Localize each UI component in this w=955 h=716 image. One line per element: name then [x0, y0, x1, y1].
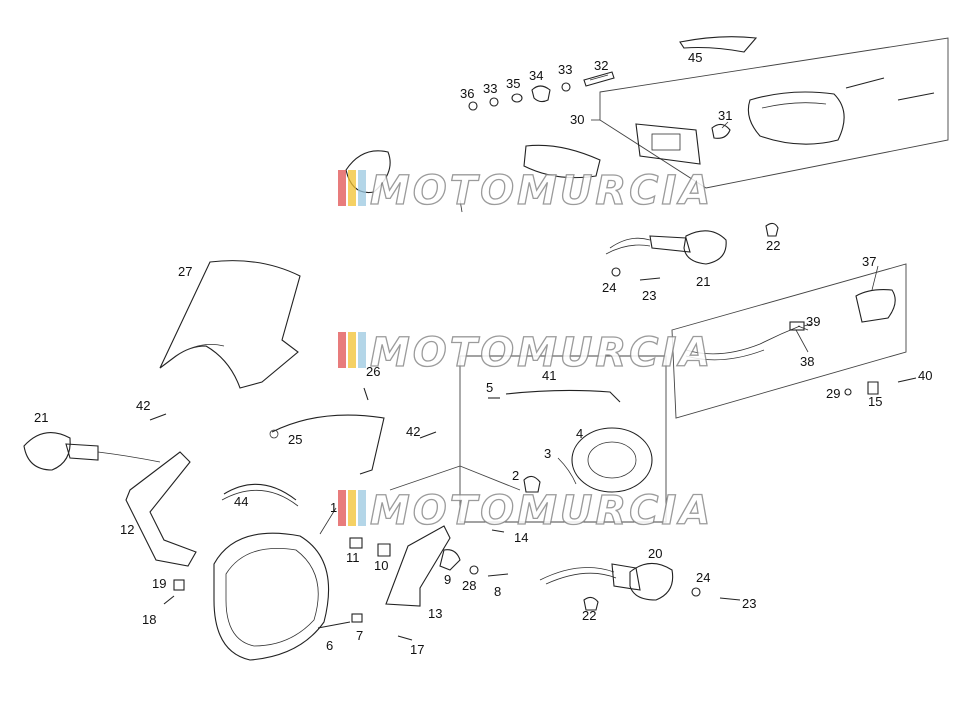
label-44: 44	[234, 494, 248, 509]
label-42: 42	[406, 424, 420, 439]
label-22: 22	[582, 608, 596, 623]
label-14: 14	[514, 530, 528, 545]
label-15: 15	[868, 394, 882, 409]
turn-signal-20	[539, 562, 741, 611]
label-2: 2	[512, 468, 519, 483]
watermark-3: MOTOMURCIA	[338, 487, 713, 535]
label-5: 5	[486, 380, 493, 395]
label-18: 18	[142, 612, 156, 627]
label-29: 29	[826, 386, 840, 401]
headlight-group	[149, 355, 667, 661]
label-12: 12	[120, 522, 134, 537]
label-22: 22	[766, 238, 780, 253]
label-1: 1	[330, 500, 337, 515]
label-4: 4	[576, 426, 583, 441]
label-8: 8	[494, 584, 501, 599]
label-32: 32	[594, 58, 608, 73]
label-21: 21	[696, 274, 710, 289]
part-12-bracket	[125, 451, 197, 567]
label-24: 24	[696, 570, 710, 585]
label-33: 33	[558, 62, 572, 77]
label-24: 24	[602, 280, 616, 295]
label-25: 25	[288, 432, 302, 447]
label-41: 41	[542, 368, 556, 383]
watermark-text: MOTOMURCIA	[370, 168, 713, 214]
watermark-2: MOTOMURCIA	[338, 329, 713, 377]
label-26: 26	[366, 364, 380, 379]
label-19: 19	[152, 576, 166, 591]
watermark-text: MOTOMURCIA	[370, 330, 713, 376]
watermark-text: MOTOMURCIA	[370, 488, 713, 534]
label-20: 20	[648, 546, 662, 561]
label-27: 27	[178, 264, 192, 279]
label-10: 10	[374, 558, 388, 573]
label-40: 40	[918, 368, 932, 383]
watermark-1: MOTOMURCIA	[338, 167, 713, 215]
turn-signal-21-right	[605, 222, 779, 281]
label-3: 3	[544, 446, 551, 461]
label-13: 13	[428, 606, 442, 621]
small-hardware-row	[468, 71, 615, 111]
label-38: 38	[800, 354, 814, 369]
label-33: 33	[483, 81, 497, 96]
part-labels: 45 32 33 34 35 33 36 30 31 22 21 24 23 3…	[34, 50, 932, 657]
label-39: 39	[806, 314, 820, 329]
license-lamp-group	[671, 263, 917, 419]
part-27-headlight-fairing	[159, 260, 301, 389]
label-21: 21	[34, 410, 48, 425]
label-23: 23	[642, 288, 656, 303]
label-31: 31	[718, 108, 732, 123]
part-30-light-holder	[635, 123, 701, 165]
part-31-bulb	[711, 123, 731, 139]
label-45: 45	[688, 50, 702, 65]
label-30: 30	[570, 112, 584, 127]
label-35: 35	[506, 76, 520, 91]
label-34: 34	[529, 68, 543, 83]
label-28: 28	[462, 578, 476, 593]
turn-signal-21-left	[23, 432, 197, 605]
rear-light-group	[468, 36, 949, 189]
label-17: 17	[410, 642, 424, 657]
part-45-lens-cover	[679, 36, 758, 53]
label-37: 37	[862, 254, 876, 269]
label-9: 9	[444, 572, 451, 587]
rear-light-lens	[747, 91, 845, 145]
label-6: 6	[326, 638, 333, 653]
label-7: 7	[356, 628, 363, 643]
label-42: 42	[136, 398, 150, 413]
label-23: 23	[742, 596, 756, 611]
label-36: 36	[460, 86, 474, 101]
leader-lines	[319, 119, 879, 535]
label-11: 11	[346, 550, 360, 565]
